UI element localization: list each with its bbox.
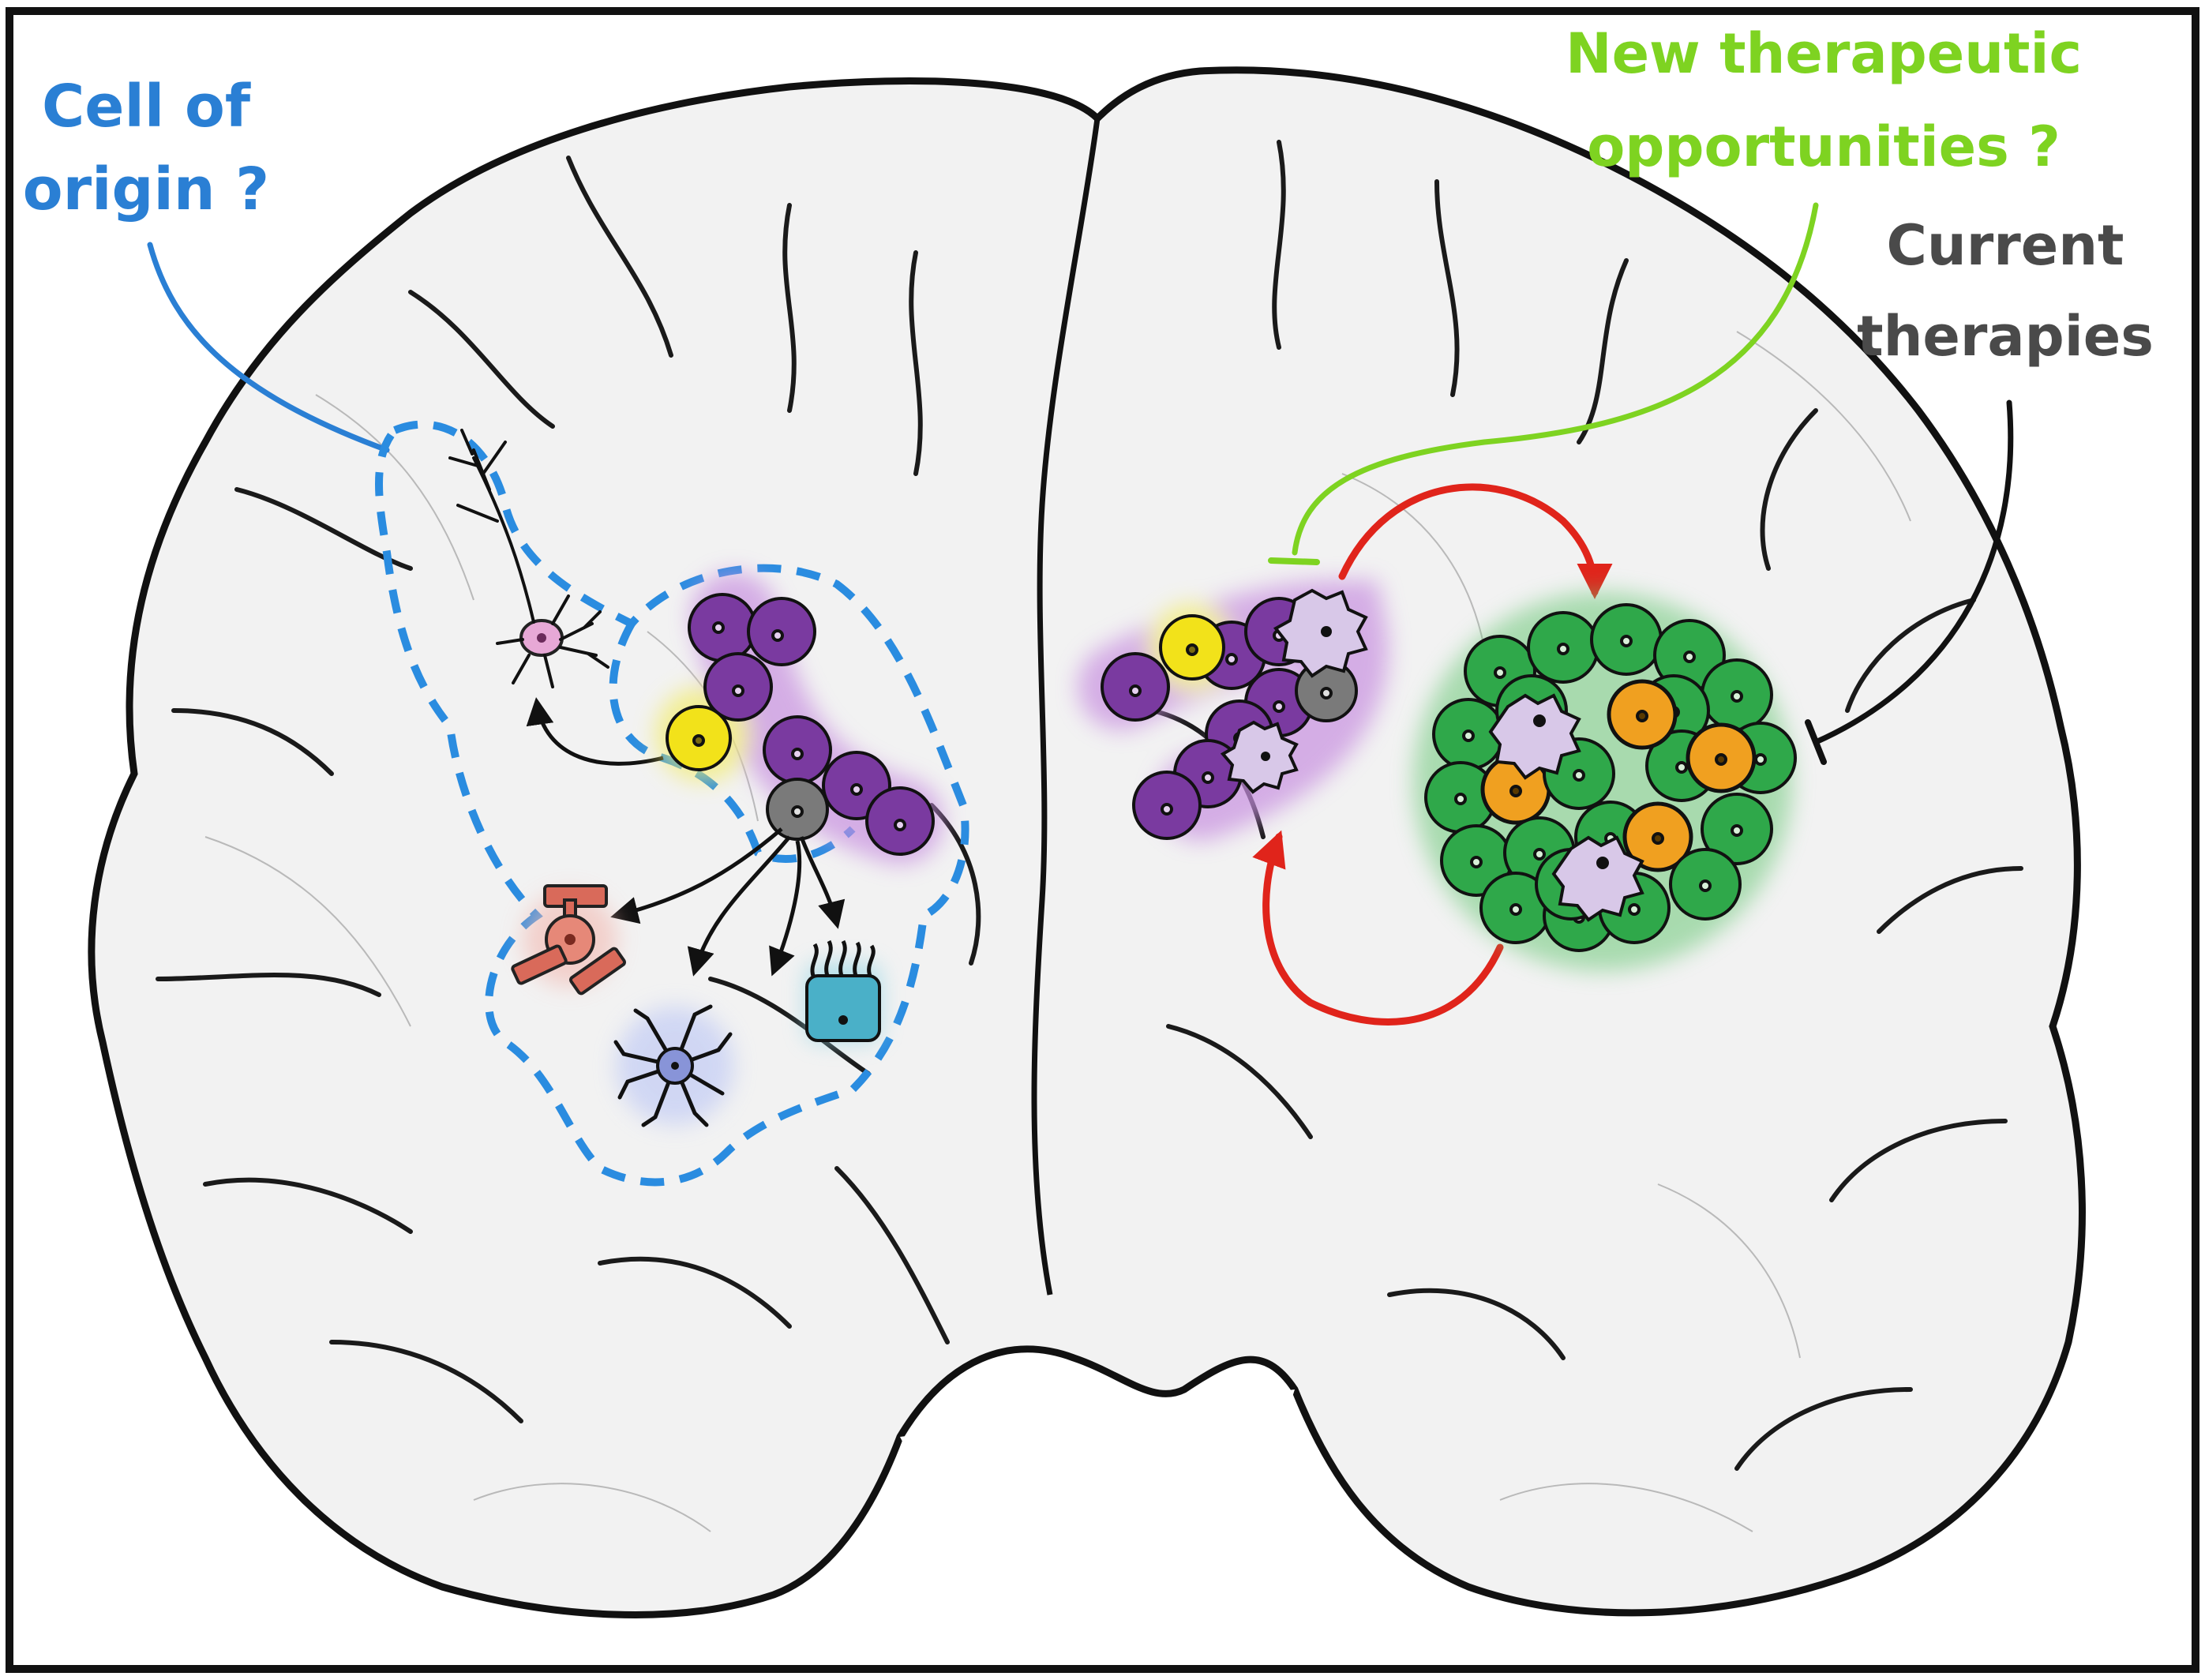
current-therapies-inhibitor-bar xyxy=(1805,719,1827,765)
cell-of-origin-pointer xyxy=(147,242,390,453)
interhemispheric-fissure xyxy=(1031,118,1101,1296)
new-therapeutic-inhibitor xyxy=(1292,202,1819,556)
label-current-therapies: Current therapies xyxy=(1857,213,2154,369)
current-therapies-line1: Current xyxy=(1886,213,2124,278)
microglia-nucleus xyxy=(1596,857,1609,869)
yellow-cell-icon xyxy=(666,705,732,771)
brainstem-gap xyxy=(900,1389,1295,1626)
purple-cell-icon xyxy=(703,652,773,722)
yellow-cell-icon xyxy=(1159,614,1225,681)
cell-of-origin-line1: Cell of xyxy=(42,73,251,141)
microglia-icon xyxy=(1551,835,1644,922)
brain-texture xyxy=(204,331,1911,1532)
orange-tumor-cell xyxy=(1622,801,1693,872)
neuron-icon xyxy=(448,429,609,688)
purple-cell-icon xyxy=(763,715,832,785)
new-therapeutic-line2: opportunities ? xyxy=(1587,114,2061,179)
label-cell-of-origin: Cell of origin ? xyxy=(23,73,269,223)
purple-cell-icon xyxy=(688,593,757,662)
new-therapeutic-inhibitor-bar xyxy=(1268,557,1320,565)
tumor-mass-icon xyxy=(1413,592,1797,971)
left-sulci xyxy=(156,156,981,1423)
microglia-nucleus xyxy=(1533,714,1546,727)
purple-cell-chain-left xyxy=(666,593,935,856)
brain-coronal-section xyxy=(88,66,2086,1626)
grey-cell-icon xyxy=(1295,659,1358,722)
arrow-to-neuron xyxy=(526,697,664,766)
current-therapies-inhibitor xyxy=(1813,399,2014,745)
origin-dashed-outline xyxy=(375,420,969,1187)
ependymal-cell-icon xyxy=(805,939,881,1042)
microglia-icon xyxy=(1273,588,1368,678)
orange-tumor-cell xyxy=(1686,722,1757,793)
green-tumor-cell xyxy=(1701,658,1773,731)
orange-tumor-cell xyxy=(1607,679,1678,750)
green-tumor-cell xyxy=(1701,793,1773,865)
microglia-icon xyxy=(1220,720,1299,794)
label-new-therapeutic: New therapeutic opportunities ? xyxy=(1566,21,2082,179)
microglia-icon xyxy=(1488,693,1581,780)
current-therapies-line2: therapies xyxy=(1857,304,2154,369)
right-sulci xyxy=(1150,140,2023,1471)
purple-cell-icon xyxy=(747,597,816,666)
green-tumor-cell xyxy=(1669,848,1742,921)
cell-of-origin-line2: origin ? xyxy=(23,156,269,223)
green-tumor-cell xyxy=(1527,611,1599,684)
purple-cell-icon xyxy=(1132,771,1202,840)
cycle-arrow-top xyxy=(1338,483,1613,599)
green-tumor-cell xyxy=(1424,761,1497,834)
cycle-arrow-bottom xyxy=(1252,830,1504,1026)
differentiation-arrows xyxy=(610,827,846,977)
purple-cell-icon xyxy=(865,786,935,856)
green-tumor-cell xyxy=(1590,603,1663,676)
red-cell-icon xyxy=(511,884,626,996)
purple-cell-icon xyxy=(1101,652,1170,722)
astrocyte-icon xyxy=(613,1004,734,1127)
new-therapeutic-line1: New therapeutic xyxy=(1566,21,2082,86)
green-tumor-cell xyxy=(1440,824,1513,897)
grey-cell-icon xyxy=(766,778,829,841)
